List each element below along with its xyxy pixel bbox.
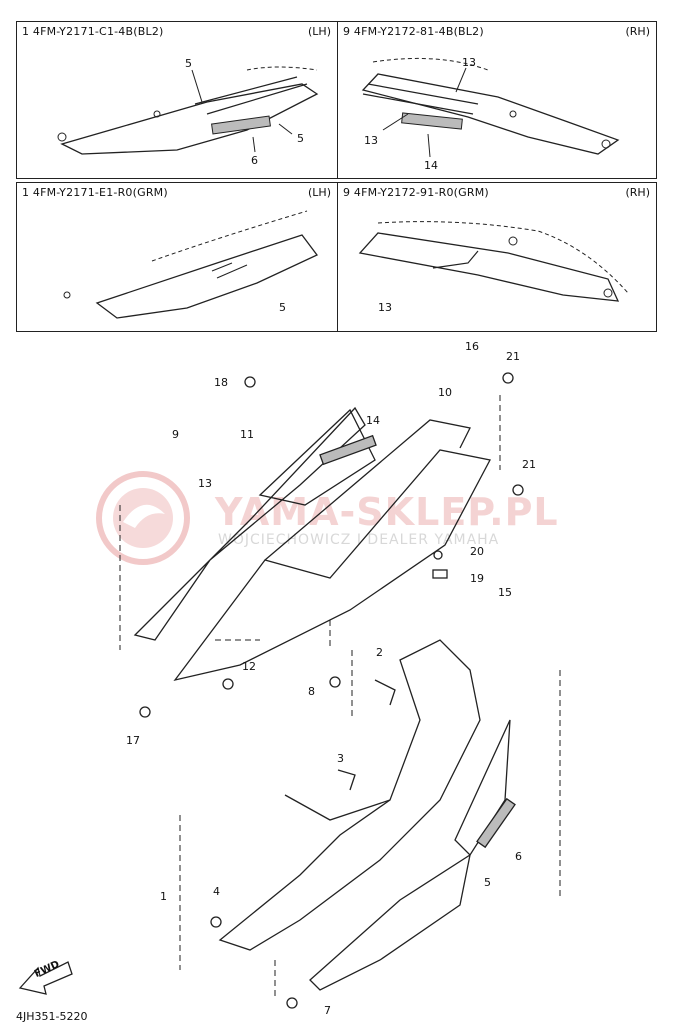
callout-label: 6 — [515, 850, 522, 863]
callout-label: 7 — [324, 1004, 331, 1017]
watermark-logo-icon — [96, 471, 190, 565]
callout-label: 5 — [185, 57, 192, 70]
panel-side: (LH) — [308, 25, 331, 38]
callout-label: 1 — [160, 890, 167, 903]
upper-side-cover — [133, 406, 366, 641]
callout-label: 21 — [522, 458, 536, 471]
callout-label: 5 — [279, 301, 286, 314]
callout-label: 5 — [484, 876, 491, 889]
side-cover-drawing — [358, 221, 629, 302]
callout-label: 4 — [213, 885, 220, 898]
callout-label: 13 — [462, 56, 476, 69]
lower-side-cover — [218, 639, 481, 951]
callout-label: 2 — [376, 646, 383, 659]
callout-label: 17 — [126, 734, 140, 747]
panel-side: (RH) — [625, 25, 651, 38]
side-cover-drawing — [361, 57, 620, 158]
callout-label: 13 — [198, 477, 212, 490]
watermark-subtext: WOJCIECHOWICZ I DEALER YAMAHA — [218, 532, 500, 548]
panel-title: 1 4FM-Y2171-C1-4B(BL2) — [22, 25, 164, 38]
side-cover-drawing — [57, 66, 319, 155]
callout-label: 14 — [366, 414, 380, 427]
callout-label: 10 — [438, 386, 452, 399]
callout-label: 18 — [214, 376, 228, 389]
callout-label: 14 — [424, 159, 438, 172]
panel-title: 9 4FM-Y2172-91-R0(GRM) — [343, 186, 489, 199]
frame-cover — [173, 449, 491, 682]
callout-label: 5 — [297, 132, 304, 145]
panel-side: (RH) — [625, 186, 651, 199]
callout-label: 21 — [506, 350, 520, 363]
callout-label: 13 — [364, 134, 378, 147]
callout-label: 9 — [172, 428, 179, 441]
callout-label: 8 — [308, 685, 315, 698]
panel-lh-grm: 1 4FM-Y2171-E1-R0(GRM) (LH) 5 — [16, 182, 338, 332]
callout-label: 15 — [498, 586, 512, 599]
panel-title: 9 4FM-Y2172-81-4B(BL2) — [343, 25, 484, 38]
panel-title: 1 4FM-Y2171-E1-R0(GRM) — [22, 186, 168, 199]
callout-label: 13 — [378, 301, 392, 314]
callout-label: 20 — [470, 545, 484, 558]
panel-rh-bl2: 9 4FM-Y2172-81-4B(BL2) (RH) 13 13 14 — [337, 21, 657, 179]
figure-code: 4JH351-5220 — [16, 1010, 88, 1023]
forward-arrow-icon — [18, 961, 73, 995]
panel-lh-bl2: 1 4FM-Y2171-C1-4B(BL2) (LH) 5 5 6 — [16, 21, 338, 179]
panel-rh-grm: 9 4FM-Y2172-91-R0(GRM) (RH) 13 — [337, 182, 657, 332]
callout-label: 16 — [465, 340, 479, 353]
callout-label: 19 — [470, 572, 484, 585]
callout-label: 11 — [240, 428, 254, 441]
panel-side: (LH) — [308, 186, 331, 199]
callout-label: 12 — [242, 660, 256, 673]
side-cover-drawing — [63, 210, 319, 319]
trim-panel — [309, 853, 471, 991]
callout-label: 6 — [251, 154, 258, 167]
callout-label: 3 — [337, 752, 344, 765]
